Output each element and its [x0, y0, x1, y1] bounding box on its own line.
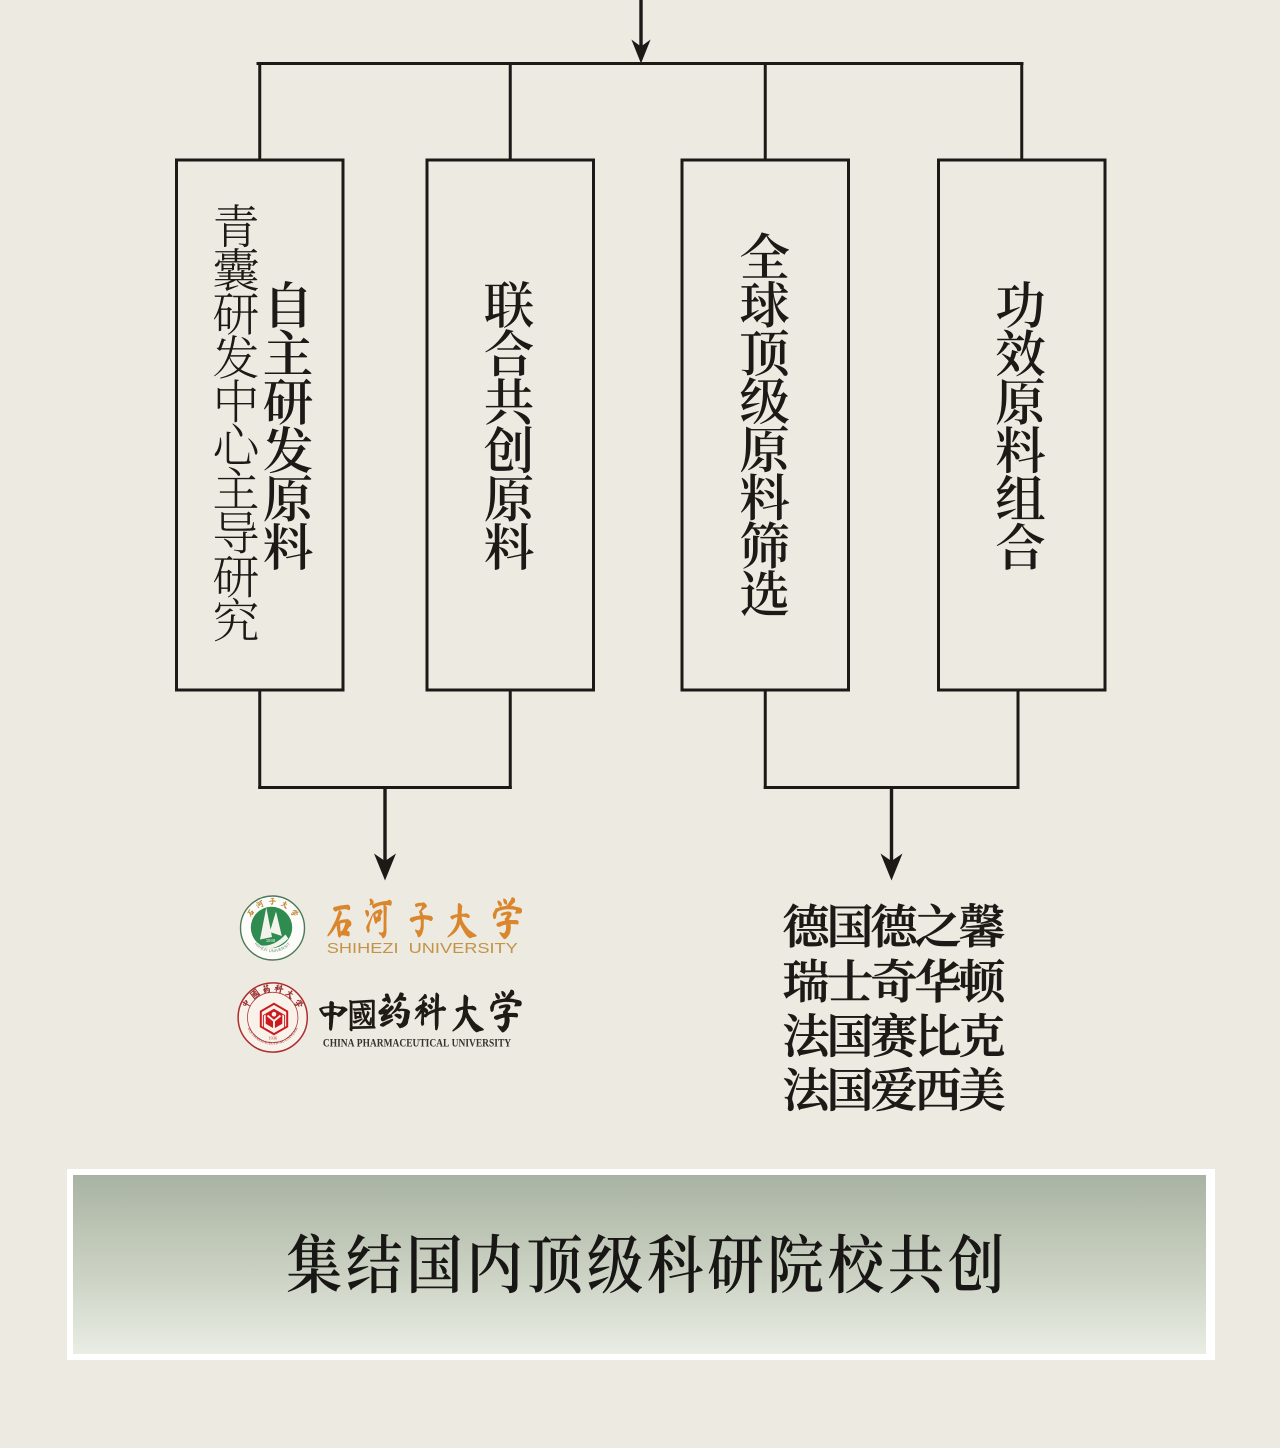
svg-text:1949: 1949 [266, 938, 276, 943]
svg-text:SHIHEZI UNIVERSITY: SHIHEZI UNIVERSITY [327, 940, 518, 957]
svg-text:1936: 1936 [268, 1036, 278, 1041]
svg-text:CHINA PHARMACEUTICAL UNIVERSIT: CHINA PHARMACEUTICAL UNIVERSITY [323, 1037, 512, 1049]
